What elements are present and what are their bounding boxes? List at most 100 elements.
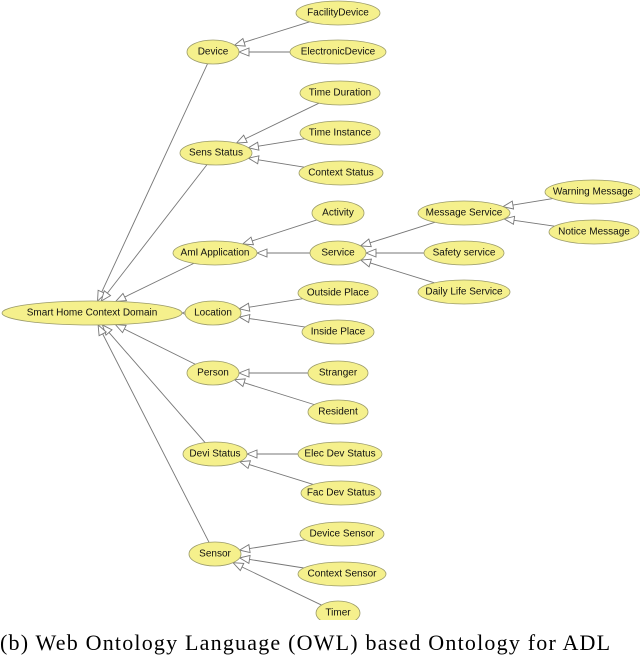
edge-line [370,262,435,284]
node-label: Devi Status [189,449,240,460]
edge-line [249,464,314,485]
node-label: Context Status [308,168,374,179]
node-label: Daily Life Service [425,287,503,298]
edge-facility-device-to-device [233,21,310,47]
node-aml-application[interactable]: AmI Application [172,240,258,266]
arrowhead-icon [359,258,373,268]
node-timer[interactable]: Timer [315,600,361,620]
node-label: Time Instance [309,128,372,139]
edge-sens-status-to-root [100,164,208,303]
node-notice-message[interactable]: Notice Message [548,219,640,245]
ontology-diagram: Smart Home Context Domain Device Facilit… [1,0,640,620]
edge-resident-to-person [233,378,315,406]
node-label: Device Sensor [309,529,375,540]
node-label: Service [321,248,355,259]
node-root[interactable]: Smart Home Context Domain [1,300,183,326]
node-device[interactable]: Device [186,39,240,65]
edge-message-service-to-service [359,221,435,248]
edge-service-to-aml-application [255,248,310,258]
node-resident[interactable]: Resident [307,399,369,425]
edge-line [512,198,553,206]
edge-warning-message-to-message-service [501,198,553,210]
node-context-status[interactable]: Context Status [298,160,384,186]
edge-context-status-to-sens-status [247,155,305,168]
node-stranger[interactable]: Stranger [307,360,369,386]
edge-aml-application-to-root [114,262,194,302]
edge-line [249,558,304,569]
arrowhead-icon [237,47,250,57]
edge-line [513,219,555,227]
node-context-sensor[interactable]: Context Sensor [297,561,387,587]
node-inside-place[interactable]: Inside Place [301,319,375,345]
node-label: Safety service [433,248,496,259]
node-label: Activity [322,208,354,219]
arrowhead-icon [238,554,251,565]
node-person[interactable]: Person [186,360,240,386]
node-label: Sens Status [189,148,243,159]
node-warning-message[interactable]: Warning Message [544,179,640,205]
arrowhead-icon [97,323,108,337]
node-activity[interactable]: Activity [311,200,365,226]
arrowhead-icon [231,562,245,572]
node-sensor[interactable]: Sensor [188,541,242,567]
edge-line [249,318,306,328]
node-message-service[interactable]: Message Service [417,200,511,226]
node-device-sensor[interactable]: Device Sensor [299,521,385,547]
node-time-instance[interactable]: Time Instance [299,120,381,146]
node-service[interactable]: Service [309,240,367,266]
arrowhead-icon [364,248,377,258]
edge-electronic-device-to-device [237,47,290,57]
node-safety-service[interactable]: Safety service [423,240,505,266]
node-label: Resident [318,407,358,418]
arrowhead-icon [241,236,255,246]
arrowhead-icon [255,248,268,258]
arrowhead-icon [245,449,258,459]
edge-elec-dev-status-to-devi-status [245,449,298,459]
edge-person-to-root [114,324,196,365]
edge-line [258,159,305,168]
arrowhead-icon [233,378,246,388]
node-label: Elec Dev Status [304,449,375,460]
edge-line [124,262,194,298]
node-label: Notice Message [558,227,630,238]
arrowhead-icon [238,460,252,470]
figure-caption: (b) Web Ontology Language (OWL) based On… [0,630,612,655]
edge-context-sensor-to-sensor [238,554,304,569]
node-time-duration[interactable]: Time Duration [299,80,381,106]
arrowhead-icon [359,238,372,248]
node-outside-place[interactable]: Outside Place [297,280,379,306]
arrowhead-icon [238,313,251,324]
node-sens-status[interactable]: Sens Status [179,140,253,166]
node-electronic-device[interactable]: ElectronicDevice [289,39,387,65]
node-label: Warning Message [553,187,634,198]
edge-time-instance-to-sens-status [247,138,305,151]
edge-inside-place-to-location [238,313,306,328]
node-label: Sensor [199,549,231,560]
node-label: Location [194,308,232,319]
node-label: Inside Place [311,327,366,338]
edge-line [243,21,310,43]
edge-safety-service-to-service [364,248,424,258]
edge-notice-message-to-message-service [502,215,555,227]
edge-stranger-to-person [237,368,308,378]
edge-line [243,382,315,406]
node-label: Smart Home Context Domain [27,308,158,319]
edge-line [249,539,306,550]
node-fac-dev-status[interactable]: Fac Dev Status [300,480,382,506]
node-label: FacilityDevice [307,8,369,19]
node-daily-life-service[interactable]: Daily Life Service [417,279,511,305]
node-label: Person [197,368,229,379]
arrowhead-icon [238,543,251,554]
node-label: Message Service [426,208,503,219]
node-location[interactable]: Location [184,300,242,326]
edge-line [258,138,305,147]
edge-line [102,333,210,543]
arrowhead-icon [114,324,127,334]
edge-line [252,219,317,242]
node-label: Outside Place [307,288,370,299]
node-elec-dev-status[interactable]: Elec Dev Status [297,441,383,467]
edge-line [241,566,322,606]
node-facility-device[interactable]: FacilityDevice [295,0,381,26]
node-devi-status[interactable]: Devi Status [182,441,248,467]
node-label: Time Duration [309,88,371,99]
